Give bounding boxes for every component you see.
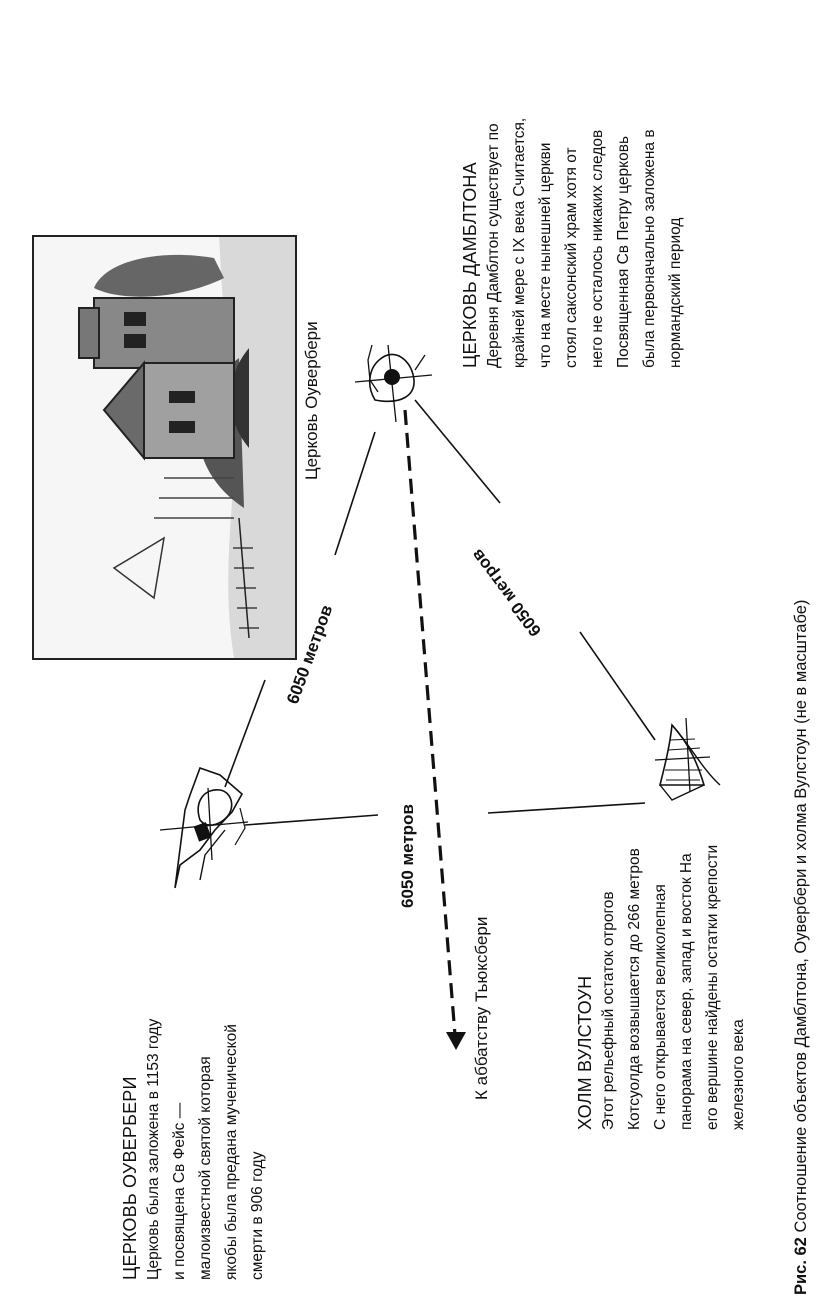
photo-caption: Церковь Оувербери	[302, 321, 321, 480]
dumbleton-line: Посвященная Св Петру церковь	[615, 135, 632, 368]
woolstone-line: железного века	[730, 1019, 747, 1130]
figure-caption: Рис. 62 Соотношение объектов Дамблтона, …	[792, 600, 811, 1295]
dumbleton-title: ЦЕРКОВЬ ДАМБЛТОНА	[460, 162, 480, 368]
dumbleton-line: стоял саксонский храм хотя от	[563, 147, 580, 368]
overbury-church-photo	[32, 235, 297, 660]
overbury-title: ЦЕРКОВЬ ОУВЕРБЕРИ	[120, 1076, 140, 1280]
woolstone-hill-symbol	[654, 717, 721, 801]
dumbleton-line: Деревня Дамблтон существует по	[485, 123, 502, 368]
dumbleton-line: что на месте нынешней церкви	[537, 142, 554, 368]
woolstone-line: Этот рельефный остаток отрогов	[600, 891, 617, 1130]
line-overbury-woolstone-b	[487, 802, 646, 814]
dumbleton-map-symbol	[354, 344, 433, 423]
woolstone-title: ХОЛМ ВУЛСТОУН	[575, 975, 595, 1130]
church-sketch-image	[34, 235, 297, 658]
dumbleton-line: него не осталось никаких следов	[589, 129, 606, 368]
arrow-head-icon	[446, 1032, 466, 1050]
line-dumbleton-woolstone-a	[414, 399, 501, 504]
line-overbury-dumbleton-a	[224, 679, 266, 788]
dumbleton-line: нормандский период	[667, 217, 684, 368]
distance-overbury-woolstone: 6050 метров	[398, 804, 417, 908]
overbury-line: и посвящена Св Фейс —	[171, 1102, 188, 1280]
dumbleton-line: была первоначально заложена в	[641, 129, 658, 368]
dumbleton-description: ЦЕРКОВЬ ДАМБЛТОНА Деревня Дамблтон сущес…	[460, 118, 689, 368]
overbury-line: якобы была предана мученической	[223, 1024, 240, 1280]
overbury-line: Церковь была заложена в 1153 году	[145, 1018, 162, 1280]
overbury-description: ЦЕРКОВЬ ОУВЕРБЕРИ Церковь была заложена …	[120, 1019, 271, 1280]
overbury-line: смерти в 906 году	[249, 1151, 266, 1280]
woolstone-line: С него открывается великолепная	[652, 884, 669, 1130]
figure-caption-text: Соотношение объектов Дамблтона, Оувербер…	[792, 599, 810, 1233]
overbury-map-symbol	[159, 766, 249, 889]
figure-number: Рис. 62	[792, 1237, 810, 1295]
dumbleton-line: крайней мере с IX века Считается,	[511, 117, 528, 368]
line-dumbleton-woolstone-b	[579, 631, 656, 741]
woolstone-line: Котсуолда возвышается до 266 метров	[626, 848, 643, 1130]
line-overbury-woolstone-a	[244, 814, 379, 826]
woolstone-description: ХОЛМ ВУЛСТОУН Этот рельефный остаток отр…	[575, 845, 752, 1130]
woolstone-line: панорама на север, запад и восток На	[678, 853, 695, 1130]
woolstone-line: его вершине найдены остатки крепости	[704, 844, 721, 1130]
overbury-line: малоизвестной святой которая	[197, 1056, 214, 1280]
tewkesbury-direction-label: К аббатству Тьюксбери	[472, 916, 491, 1100]
line-overbury-dumbleton-b	[334, 431, 376, 556]
tewkesbury-dashed-line	[403, 409, 457, 1036]
